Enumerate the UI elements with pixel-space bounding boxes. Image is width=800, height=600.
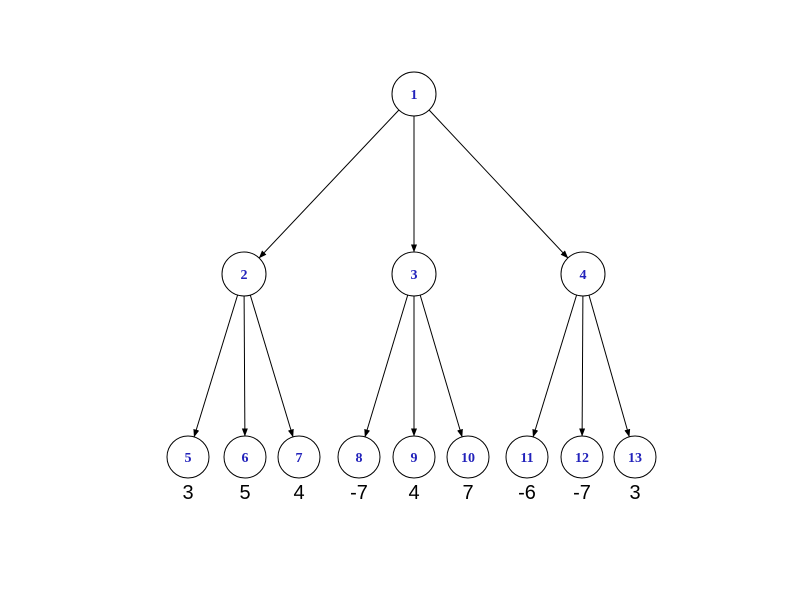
node-circle-1 [391, 71, 437, 117]
node-circle-4 [560, 251, 606, 297]
tree-edge-4-11 [532, 294, 578, 438]
leaf-value-9: 4 [408, 482, 419, 504]
node-circle-8 [337, 435, 381, 479]
node-circle-10 [446, 435, 490, 479]
tree-edge-4-12 [579, 295, 586, 437]
tree-node-4: 4 [560, 251, 606, 297]
tree-node-12: 12 [560, 435, 604, 479]
leaf-value-6: 5 [239, 482, 250, 504]
tree-edge-2-6 [241, 295, 248, 437]
leaf-value-13: 3 [629, 482, 640, 504]
leaf-value-11: -6 [518, 482, 536, 504]
node-label-5: 5 [185, 451, 192, 466]
tree-edge-3-8 [364, 294, 409, 438]
node-circle-12 [560, 435, 604, 479]
leaf-value-10: 7 [462, 482, 473, 504]
tree-edge-3-10 [419, 294, 463, 438]
node-circle-9 [392, 435, 436, 479]
tree-edge-2-7 [249, 294, 294, 438]
tree-node-6: 6 [223, 435, 267, 479]
node-circle-13 [613, 435, 657, 479]
tree-node-2: 2 [221, 251, 267, 297]
tree-node-7: 7 [277, 435, 321, 479]
node-label-13: 13 [628, 451, 642, 466]
leaf-value-12: -7 [573, 482, 591, 504]
tree-node-1: 1 [391, 71, 437, 117]
node-label-3: 3 [411, 268, 418, 283]
tree-edge-1-2 [258, 109, 400, 259]
node-circle-2 [221, 251, 267, 297]
node-label-4: 4 [580, 268, 587, 283]
leaf-values-layer: 3 5 4 -7 4 7 -6 -7 3 [182, 482, 640, 504]
node-label-1: 1 [411, 88, 418, 103]
node-label-2: 2 [241, 268, 248, 283]
node-label-8: 8 [356, 451, 363, 466]
node-circle-11 [505, 435, 549, 479]
tree-node-10: 10 [446, 435, 490, 479]
tree-edge-1-4 [428, 109, 569, 259]
node-label-9: 9 [411, 451, 418, 466]
node-label-6: 6 [242, 451, 249, 466]
tree-node-11: 11 [505, 435, 549, 479]
tree-node-9: 9 [392, 435, 436, 479]
node-label-11: 11 [520, 451, 533, 466]
node-label-7: 7 [296, 451, 303, 466]
tree-edge-2-5 [193, 294, 239, 438]
leaf-value-5: 3 [182, 482, 193, 504]
tree-node-3: 3 [391, 251, 437, 297]
node-label-12: 12 [575, 451, 589, 466]
tree-edge-4-13 [588, 295, 631, 438]
tree-node-5: 5 [166, 435, 210, 479]
node-circle-5 [166, 435, 210, 479]
edges-layer [193, 109, 631, 438]
tree-node-8: 8 [337, 435, 381, 479]
tree-node-13: 13 [613, 435, 657, 479]
node-circle-3 [391, 251, 437, 297]
node-circle-6 [223, 435, 267, 479]
node-label-10: 10 [461, 451, 475, 466]
leaf-value-8: -7 [350, 482, 368, 504]
node-circle-7 [277, 435, 321, 479]
leaf-value-7: 4 [293, 482, 304, 504]
